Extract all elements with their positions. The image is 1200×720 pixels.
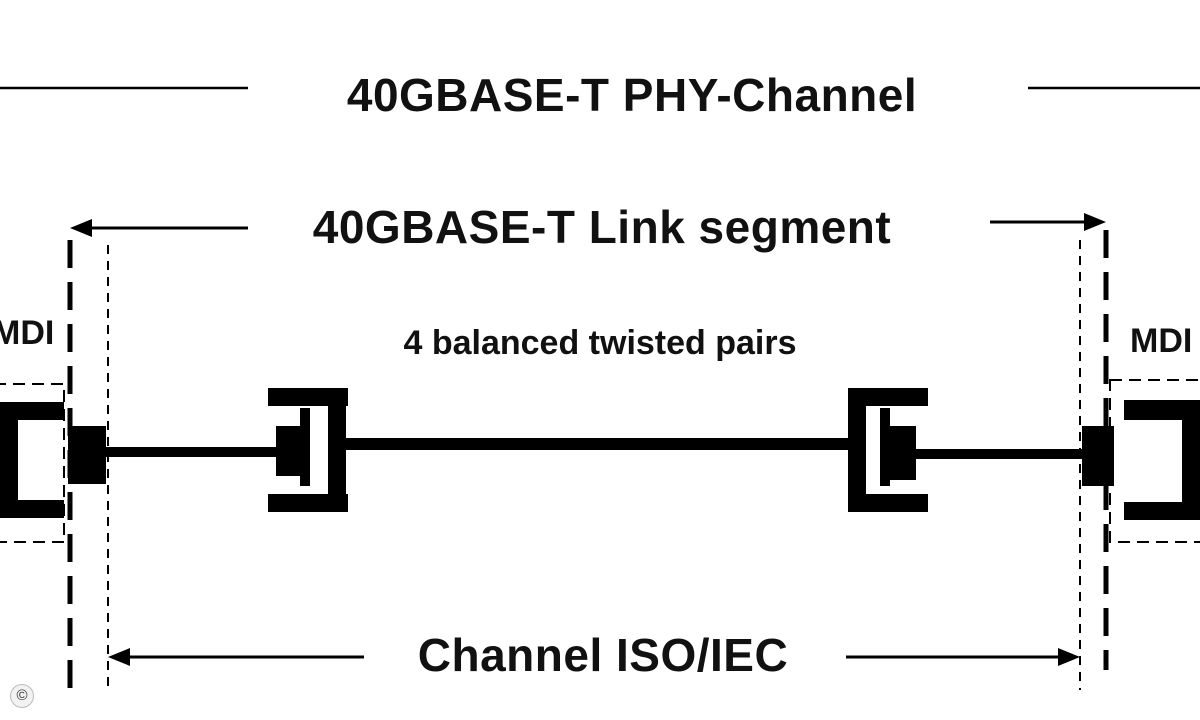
- link-segment-arrowhead-right: [1084, 213, 1106, 231]
- channel-arrowhead-right: [1058, 648, 1080, 666]
- connector-left: [268, 388, 348, 512]
- connector-right: [848, 388, 928, 512]
- mdi-right-label: MDI: [1130, 322, 1193, 360]
- mdi-left-jack: [0, 402, 64, 518]
- twisted-pairs-label: 4 balanced twisted pairs: [403, 324, 797, 362]
- mdi-left-plug: [68, 426, 106, 484]
- mdi-left-label: MDI: [0, 314, 55, 352]
- channel-iso-iec-label: Channel ISO/IEC: [417, 629, 789, 681]
- link-segment-title: 40GBASE-T Link segment: [312, 201, 892, 253]
- link-segment-arrowhead-left: [70, 219, 92, 237]
- mdi-right-plug: [1082, 426, 1114, 486]
- mdi-right-dashed-box: [1109, 379, 1200, 543]
- mdi-right-jack: [1124, 400, 1200, 520]
- channel-arrowhead-left: [108, 648, 130, 666]
- phy-channel-title: 40GBASE-T PHY-Channel: [346, 69, 918, 121]
- copyright-badge: ©: [10, 684, 34, 708]
